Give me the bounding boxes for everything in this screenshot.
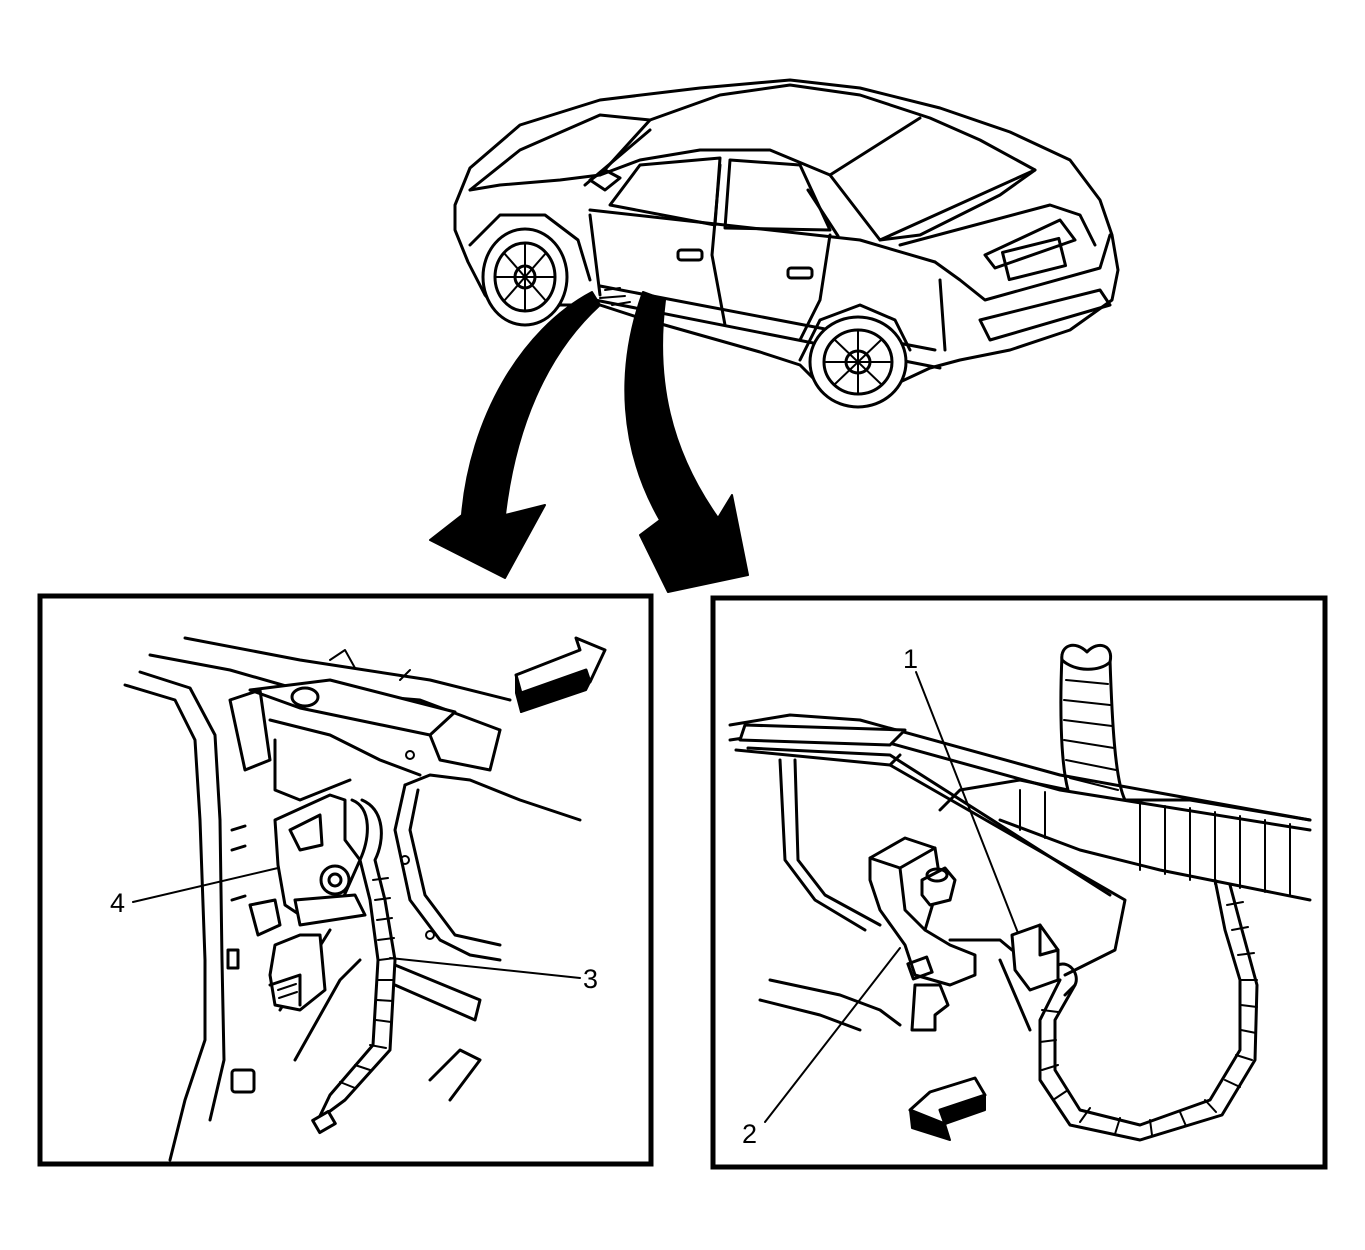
arrow-to-right-view-icon: [624, 291, 749, 593]
callout-2: 2: [742, 1119, 757, 1149]
right-detail-view: 1 2: [710, 595, 1328, 1170]
forward-direction-arrow-icon: [908, 1076, 987, 1141]
callout-1: 1: [903, 644, 918, 674]
forward-direction-arrow-icon: [514, 636, 607, 713]
left-detail-view: 4 3: [37, 593, 654, 1167]
pointer-arrows: [429, 291, 749, 593]
arrow-to-left-view-icon: [429, 291, 601, 579]
callout-3: 3: [583, 964, 598, 994]
callout-4: 4: [110, 888, 125, 918]
